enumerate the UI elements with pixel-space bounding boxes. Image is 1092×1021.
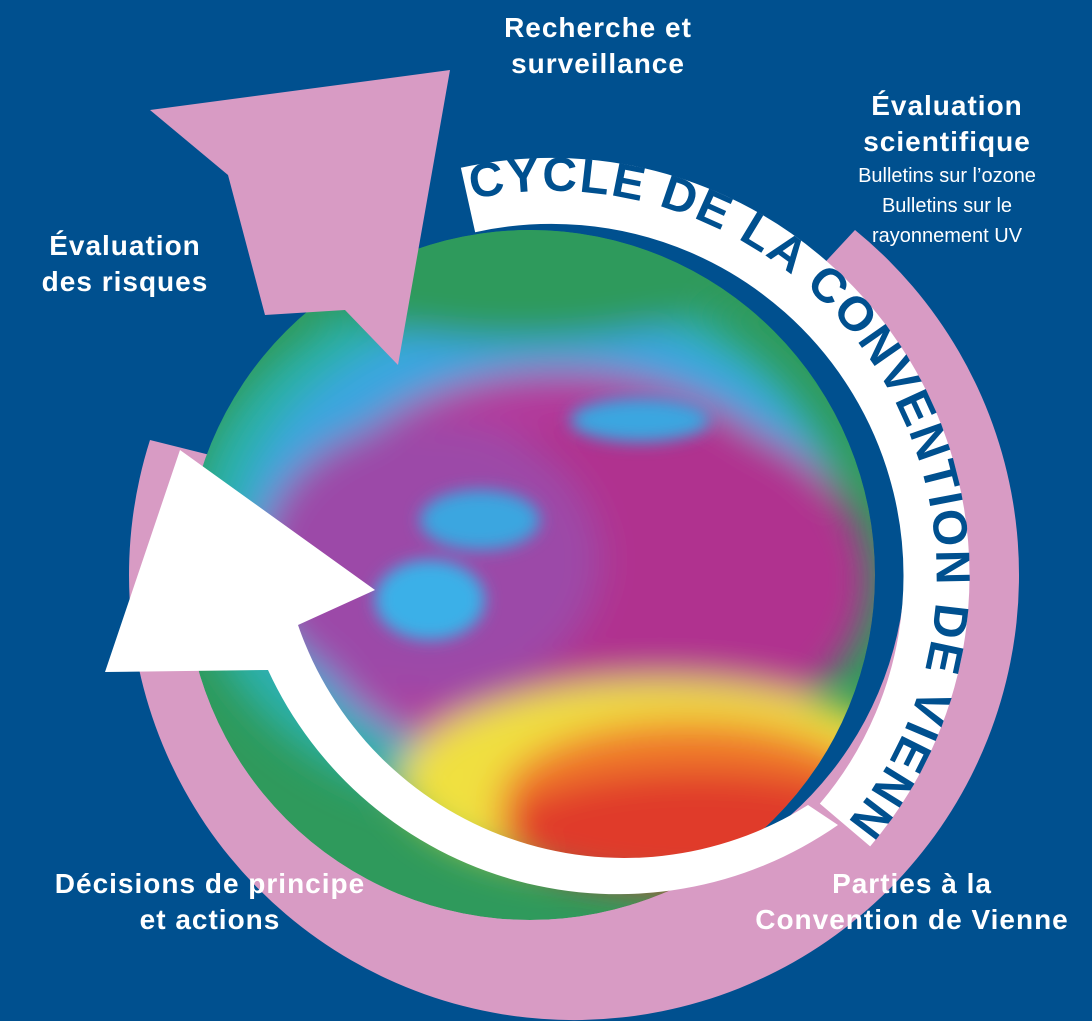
label-assessment-line2: scientifique: [863, 126, 1031, 158]
label-parties-line1: Parties à la: [832, 868, 992, 899]
label-research-line2: surveillance: [511, 48, 685, 80]
cycle-arrow-pink-head: [150, 70, 450, 365]
cycle-arrow-white: [105, 450, 838, 895]
label-scientific-assessment: Évaluation scientifique Bulletins sur l’…: [812, 88, 1082, 251]
assessment-item-ozone: Bulletins sur l’ozone: [858, 164, 1036, 187]
label-policy-decisions: Décisions de principe et actions: [20, 866, 400, 939]
assessment-item-uv-1: Bulletins sur le: [881, 194, 1013, 217]
label-research-line1: Recherche et: [504, 12, 692, 43]
label-parties: Parties à la Convention de Vienne: [742, 866, 1082, 939]
label-decisions-line2: et actions: [139, 904, 281, 936]
title-band: [460, 157, 970, 847]
label-assessment-line1: Évaluation: [871, 90, 1023, 121]
label-risk-line2: des risques: [41, 266, 209, 298]
label-risk-assessment: Évaluation des risques: [20, 228, 230, 301]
assessment-item-uv-2: rayonnement UV: [871, 224, 1023, 247]
label-research: Recherche et surveillance: [468, 10, 728, 83]
label-decisions-line1: Décisions de principe: [54, 868, 366, 899]
label-parties-line2: Convention de Vienne: [755, 904, 1069, 936]
label-risk-line1: Évaluation: [49, 230, 201, 261]
